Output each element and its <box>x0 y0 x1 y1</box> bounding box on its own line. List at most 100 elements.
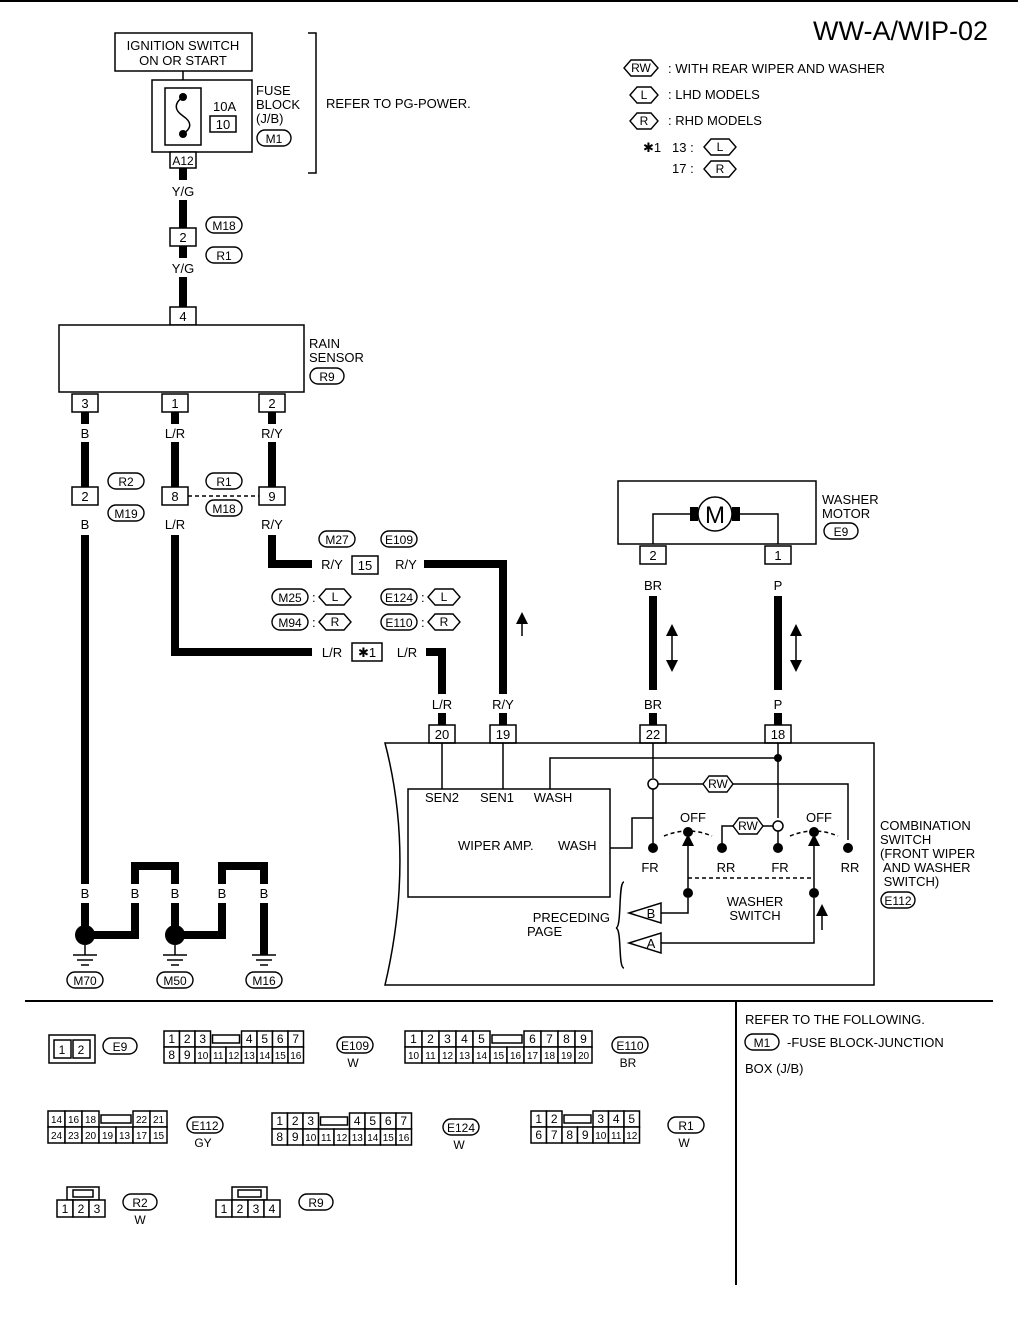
wire-lr-label-4: L/R <box>397 645 417 660</box>
pin-number: 22 <box>136 1115 148 1126</box>
ignition-switch-line2: ON OR START <box>139 53 227 68</box>
badge-r-2-text: R <box>440 615 449 629</box>
combination-line2: SWITCH <box>880 832 931 847</box>
key-slot <box>491 1034 523 1044</box>
legend-r-text: : RHD MODELS <box>668 113 762 128</box>
note-badge-l <box>703 138 737 156</box>
contact-off-2 <box>809 827 819 837</box>
pin-number: 5 <box>261 1032 268 1046</box>
fr-label-2: FR <box>771 860 788 875</box>
switch-arc-1 <box>663 830 713 837</box>
wire-yg-label-2: Y/G <box>172 261 194 276</box>
washer-switch-node-1 <box>683 888 693 898</box>
pin-number: 21 <box>153 1115 165 1126</box>
pin-number: 5 <box>478 1032 485 1046</box>
rw-wire-top <box>658 783 849 840</box>
connector-color: W <box>453 1138 465 1152</box>
conn-r2-label: R2 <box>118 475 134 489</box>
rw-badge-top <box>702 775 734 793</box>
pin-number: 16 <box>290 1051 302 1062</box>
pin-number: 4 <box>246 1032 253 1046</box>
connector-4-pin: 4 <box>179 309 186 324</box>
rr-label-1: RR <box>717 860 736 875</box>
pin-number: 1 <box>410 1032 417 1046</box>
pin-number: 20 <box>85 1131 97 1142</box>
preceding-arrow-a-label: A <box>647 936 656 951</box>
legend-badge-rw <box>623 59 659 77</box>
wire-yg-label-1: Y/G <box>172 184 194 199</box>
pin-number: 20 <box>578 1051 590 1062</box>
svg-text:1: 1 <box>221 1202 228 1216</box>
pin-number: 4 <box>354 1114 361 1128</box>
pin-number: 8 <box>168 1048 175 1062</box>
ground-wire-2 <box>88 903 139 939</box>
conn-m25-label: M25 <box>278 591 302 605</box>
pin-number: 19 <box>102 1131 114 1142</box>
wire-b-label-1: B <box>81 426 90 441</box>
ground-m16-pill <box>245 971 283 989</box>
pin-cell <box>149 1126 168 1144</box>
preceding-line2: PAGE <box>527 924 562 939</box>
conn-r1-label-b: R1 <box>216 475 232 489</box>
wire-ry-label-2: R/Y <box>261 517 283 532</box>
washer-motor-conn-pill <box>823 522 859 540</box>
pin-number: 10 <box>197 1051 209 1062</box>
preceding-arrow-b <box>626 901 662 925</box>
conn-e110-pill <box>380 613 418 631</box>
conn-m94-label: M94 <box>278 616 302 630</box>
pin22-open-node <box>647 778 659 790</box>
connector-label-pill <box>336 1036 374 1054</box>
colon-3: : <box>421 590 425 605</box>
pin-number: 4 <box>461 1032 468 1046</box>
pin-number: 3 <box>307 1114 314 1128</box>
note-badge-r-text: R <box>716 162 725 176</box>
pin-number: 6 <box>385 1114 392 1128</box>
washer-motor-line2: MOTOR <box>822 506 870 521</box>
sen2-label: SEN2 <box>425 790 459 805</box>
fuse-conn-pill <box>256 129 292 147</box>
note-mark: ✱1 <box>643 140 661 155</box>
legend-badge-l-text: L <box>641 88 648 102</box>
combo-pin-19-label: 19 <box>496 727 510 742</box>
pin-number: 9 <box>580 1032 587 1046</box>
pin-number: 7 <box>292 1032 299 1046</box>
fuse-number-box <box>209 115 237 133</box>
conn-r1-label-a: R1 <box>216 249 232 263</box>
pin-number: 13 <box>459 1051 471 1062</box>
legend-rw-text: : WITH REAR WIPER AND WASHER <box>668 61 885 76</box>
connector-color: W <box>678 1136 690 1150</box>
wire-lr-label-5: L/R <box>432 697 452 712</box>
rain-sensor-conn-pill <box>309 367 345 385</box>
preceding-arrow-a <box>626 931 662 955</box>
washer-motor-conn: E9 <box>834 525 849 539</box>
pin-number: 15 <box>383 1133 395 1144</box>
pin-number: 10 <box>408 1051 420 1062</box>
legend-badge-r <box>629 112 659 130</box>
svg-text:2: 2 <box>78 1043 85 1057</box>
rain-pin-1-label: 1 <box>171 396 178 411</box>
conn-r1-pill-b <box>205 472 243 490</box>
conn-m27-label: M27 <box>325 533 349 547</box>
wash-to-fr <box>610 817 653 849</box>
conn-e109-label: E109 <box>385 533 413 547</box>
fuse-label-1: FUSE <box>256 83 291 98</box>
pin-number: 8 <box>276 1130 283 1144</box>
pin-number: 12 <box>626 1131 638 1142</box>
conn-e109-pill <box>380 530 418 548</box>
legend-badge-r-text: R <box>640 114 649 128</box>
pin-number: 2 <box>427 1032 434 1046</box>
rain-sensor-line1: RAIN <box>309 336 340 351</box>
ground-symbol-m16 <box>252 954 276 966</box>
pin-number: 3 <box>444 1032 451 1046</box>
combination-conn-pill <box>880 891 916 909</box>
conn-r2-pill <box>107 472 145 490</box>
connector-label: E109 <box>341 1039 369 1053</box>
pin-number: 15 <box>275 1051 287 1062</box>
connector-2-mid <box>71 486 99 506</box>
badge-l-2-text: L <box>441 590 448 604</box>
wash-top-label: WASH <box>534 790 573 805</box>
fuse-bottom-node <box>179 130 187 138</box>
svg-text:2: 2 <box>78 1202 85 1216</box>
wire-p-label-1: P <box>774 578 783 593</box>
